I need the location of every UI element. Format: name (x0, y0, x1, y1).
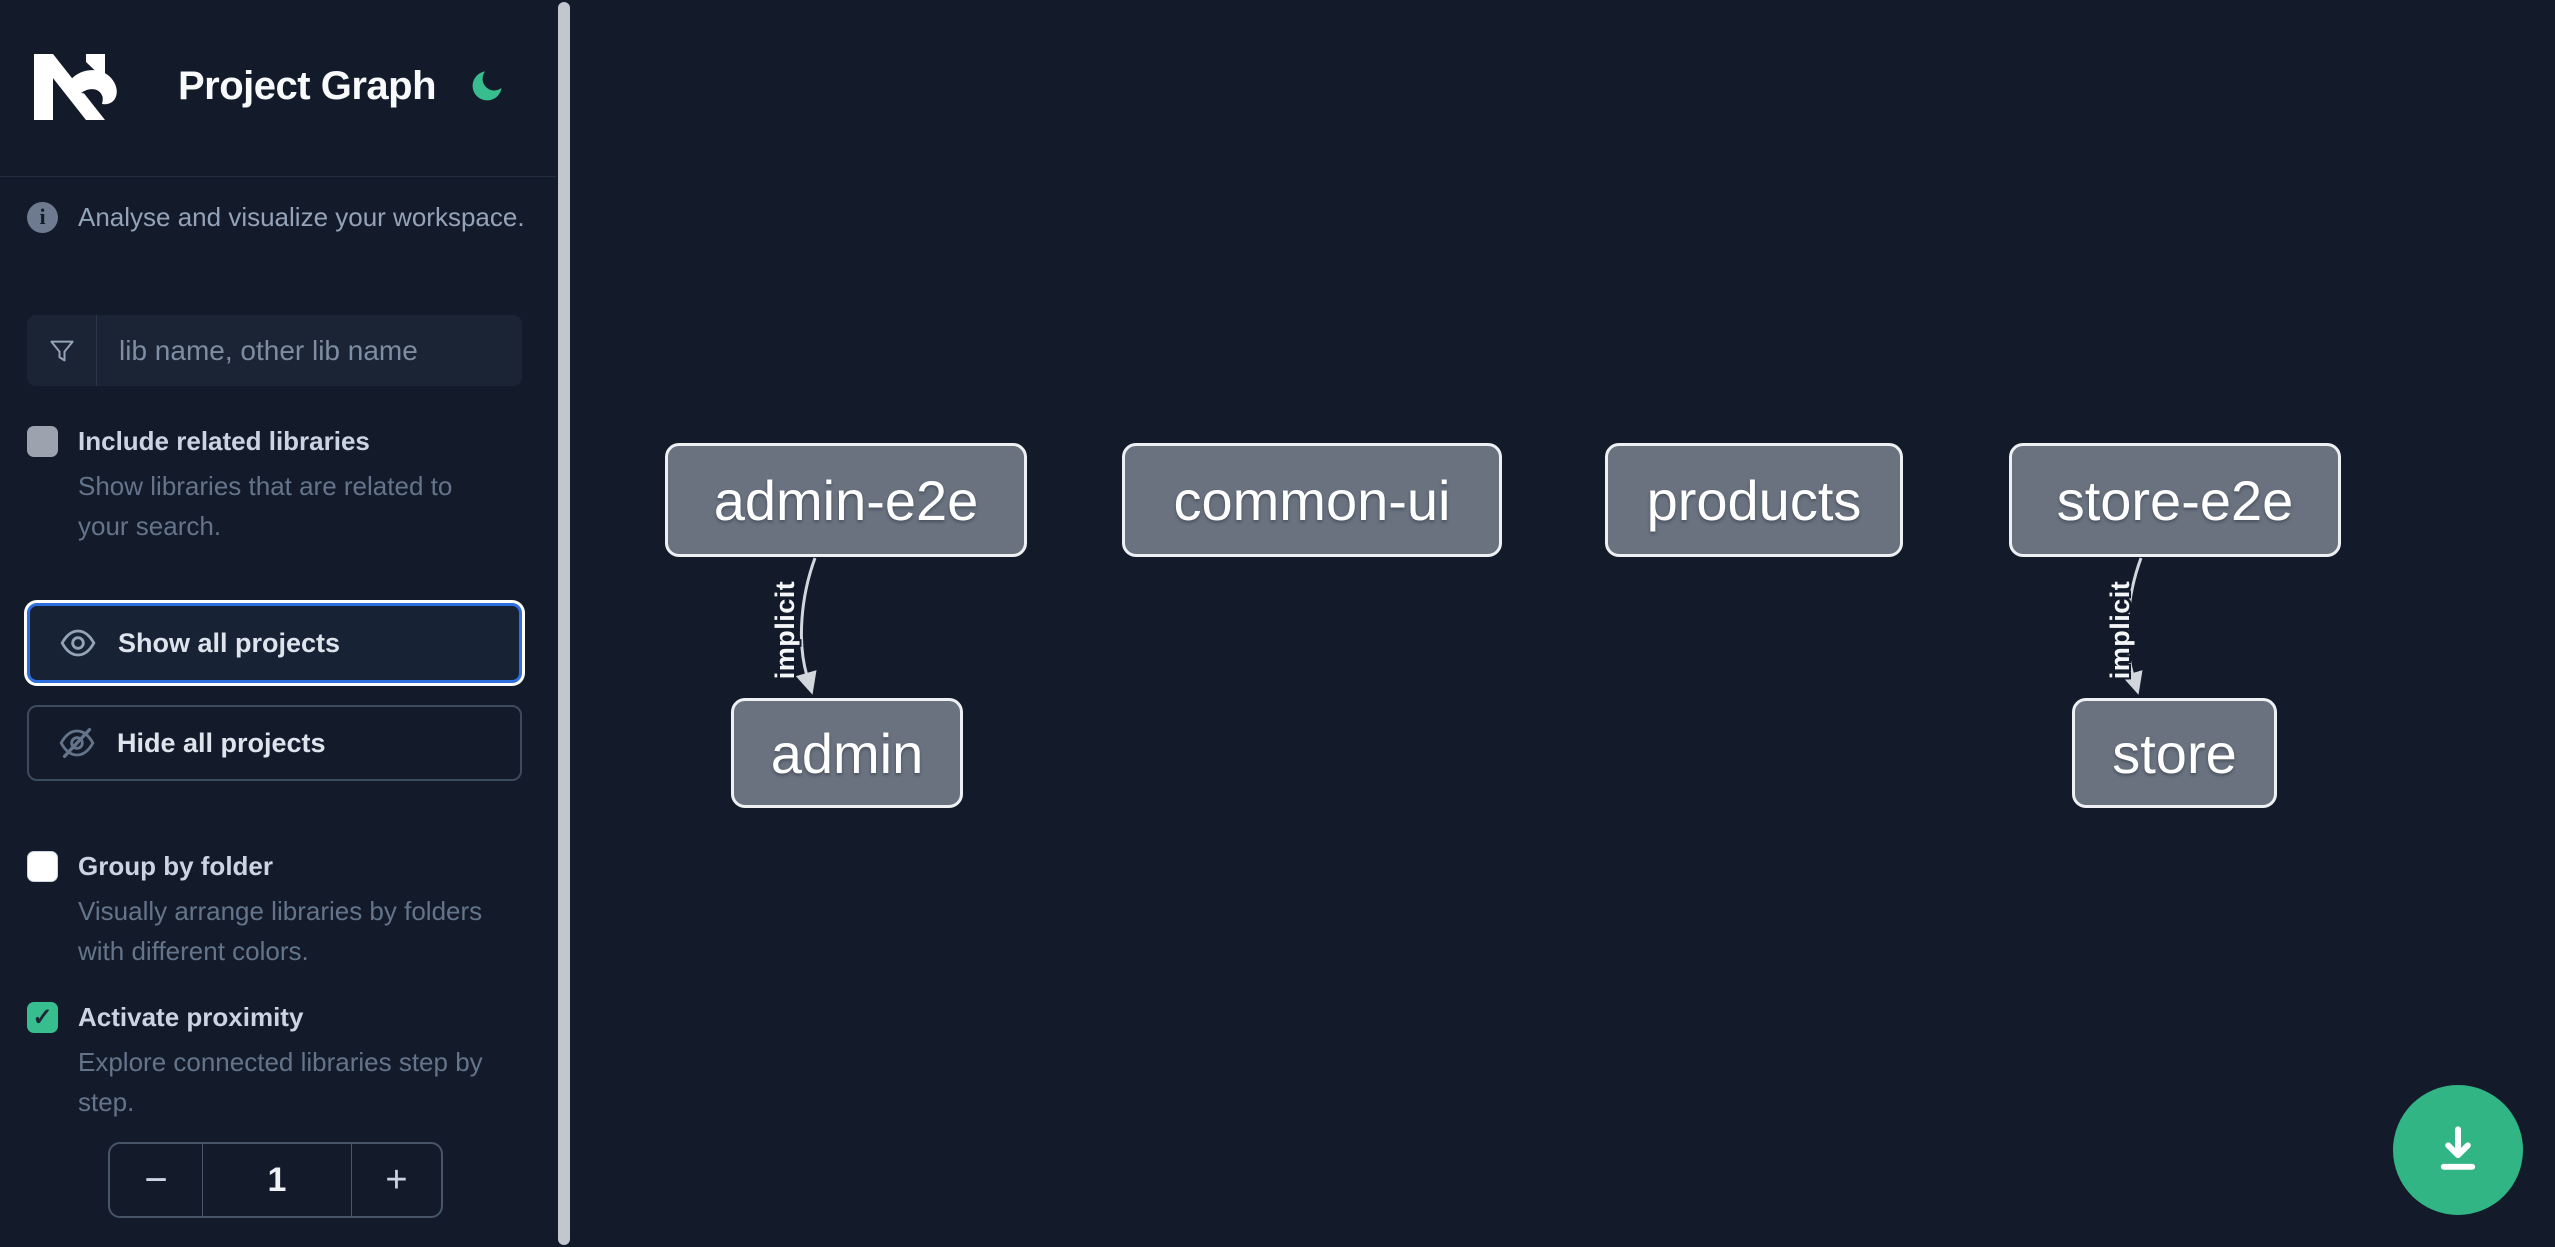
group-by-folder-description: Visually arrange libraries by folders wi… (78, 896, 483, 966)
include-related-label: Include related libraries (78, 426, 370, 456)
show-all-projects-button[interactable]: Show all projects (27, 603, 522, 683)
eye-icon (60, 629, 96, 657)
filter-funnel-icon (27, 315, 97, 386)
download-icon (2440, 1126, 2476, 1170)
moon-icon (472, 70, 502, 100)
activate-proximity-label: Activate proximity (78, 1002, 304, 1032)
graph-node-admin-e2e[interactable]: admin-e2e (665, 443, 1027, 557)
include-related-description: Show libraries that are related to your … (78, 471, 453, 541)
graph-node-products[interactable]: products (1605, 443, 1903, 557)
stepper-value: 1 (267, 1160, 287, 1199)
graph-edges-layer (795, 557, 2143, 695)
filter-input[interactable] (97, 315, 522, 386)
hide-all-projects-button[interactable]: Hide all projects (27, 705, 522, 781)
group-by-folder-checkbox[interactable] (27, 851, 58, 882)
option-group-by-folder: Group by folder Visually arrange librari… (27, 849, 532, 971)
edge-label-admin-e2e-to-admin: implicit (769, 580, 800, 680)
workspace-info: i Analyse and visualize your workspace. (27, 200, 527, 234)
download-image-button[interactable] (2393, 1085, 2523, 1215)
activate-proximity-checkbox[interactable] (27, 1002, 58, 1033)
filter-box (27, 315, 522, 386)
show-all-projects-label: Show all projects (118, 627, 341, 658)
eye-off-icon (59, 728, 95, 758)
hide-all-projects-label: Hide all projects (117, 727, 326, 758)
graph-edge-store-e2e-to-store[interactable] (2121, 557, 2143, 695)
graph-node-common-ui[interactable]: common-ui (1122, 443, 1502, 557)
sidebar-scrollbar-track (556, 0, 575, 1247)
graph-node-admin[interactable]: admin (731, 698, 963, 808)
info-text: Analyse and visualize your workspace. (78, 202, 525, 232)
graph-edge-admin-e2e-to-admin[interactable] (795, 557, 817, 695)
sidebar-header: Project Graph (0, 0, 556, 177)
group-by-folder-label: Group by folder (78, 851, 273, 881)
option-include-related: Include related libraries Show libraries… (27, 424, 532, 546)
option-activate-proximity: Activate proximity Explore connected lib… (27, 1000, 532, 1122)
proximity-stepper: − 1 + (108, 1142, 443, 1218)
sidebar-scrollbar-thumb[interactable] (558, 2, 570, 1245)
graph-canvas[interactable]: admin-e2e common-ui products store-e2e admin… (575, 0, 2555, 1247)
graph-node-store-e2e[interactable]: store-e2e (2009, 443, 2341, 557)
graph-node-store[interactable]: store (2072, 698, 2277, 808)
page-title: Project Graph (178, 64, 437, 108)
nx-logo-icon (34, 54, 117, 120)
sidebar: Project Graph i Analyse and visualize yo… (0, 0, 556, 1247)
stepper-decrement-button[interactable]: − (110, 1144, 203, 1216)
stepper-increment-button[interactable]: + (351, 1144, 441, 1216)
dark-mode-toggle[interactable] (466, 66, 508, 108)
info-icon: i (27, 201, 58, 233)
edge-label-store-e2e-to-store: implicit (2104, 580, 2135, 680)
activate-proximity-description: Explore connected libraries step by step… (78, 1047, 483, 1117)
include-related-checkbox[interactable] (27, 426, 58, 457)
